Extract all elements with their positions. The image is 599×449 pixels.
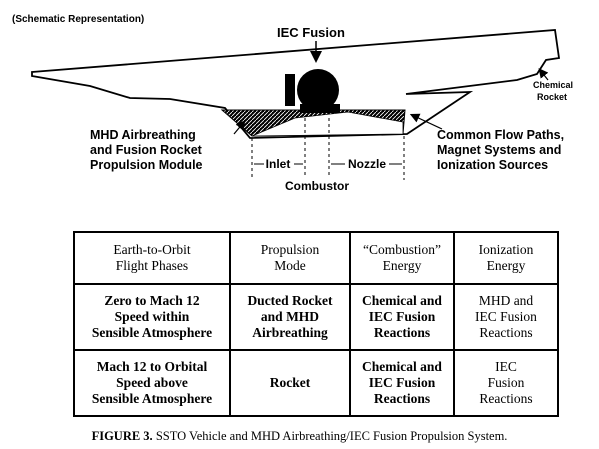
inlet-label: Inlet: [266, 157, 291, 171]
table-header-row: Earth-to-Orbit Flight Phases Propulsion …: [73, 231, 559, 285]
chemical-label: Chemical: [533, 80, 573, 90]
header-propulsion-mode: Propulsion Mode: [229, 231, 351, 285]
figure-label: FIGURE 3.: [91, 429, 153, 443]
figure-caption: FIGURE 3. SSTO Vehicle and MHD Airbreath…: [0, 429, 599, 444]
figure-caption-text: SSTO Vehicle and MHD Airbreathing/IEC Fu…: [152, 429, 508, 443]
table-cell: Zero to Mach 12 Speed within Sensible At…: [73, 283, 231, 351]
mhd-label-line-2: and Fusion Rocket: [90, 143, 203, 157]
table-row: Mach 12 to Orbital Speed above Sensible …: [73, 349, 559, 417]
iec-fusion-label: IEC Fusion: [277, 25, 345, 40]
schematic-heading: (Schematic Representation): [12, 14, 144, 25]
table-cell: Ducted Rocket and MHD Airbreathing: [229, 283, 351, 351]
header-combustion-energy: “Combustion” Energy: [349, 231, 455, 285]
mhd-arrow: [233, 120, 246, 135]
flow-path: [251, 111, 404, 137]
nozzle-label: Nozzle: [348, 157, 386, 171]
ssto-vehicle-schematic: (Schematic Representation) IEC Fusion Ch…: [12, 14, 573, 193]
iec-fusion-reactor: [297, 69, 339, 111]
header-flight-phases: Earth-to-Orbit Flight Phases: [73, 231, 231, 285]
rocket-label: Rocket: [537, 92, 567, 102]
common-arrow: [409, 113, 443, 130]
common-label-line-1: Common Flow Paths,: [437, 128, 564, 142]
table-cell: MHD and IEC Fusion Reactions: [453, 283, 559, 351]
common-label-line-3: Ionization Sources: [437, 158, 548, 172]
table-cell: Mach 12 to Orbital Speed above Sensible …: [73, 349, 231, 417]
magnet-coil: [285, 74, 295, 106]
reactor-support: [300, 104, 340, 113]
table-cell: Chemical and IEC Fusion Reactions: [349, 283, 455, 351]
vehicle-fuselage: [31, 29, 561, 139]
table-cell: Rocket: [229, 349, 351, 417]
chemical-rocket-arrow: [538, 68, 549, 81]
table-cell: IEC Fusion Reactions: [453, 349, 559, 417]
common-label-line-2: Magnet Systems and: [437, 143, 561, 157]
combustor-label: Combustor: [285, 179, 349, 193]
flight-phase-table: Earth-to-Orbit Flight Phases Propulsion …: [73, 231, 559, 417]
table-row: Zero to Mach 12 Speed within Sensible At…: [73, 283, 559, 351]
table-cell: Chemical and IEC Fusion Reactions: [349, 349, 455, 417]
header-ionization-energy: Ionization Energy: [453, 231, 559, 285]
mhd-label-line-1: MHD Airbreathing: [90, 128, 196, 142]
mhd-label-line-3: Propulsion Module: [90, 158, 203, 172]
